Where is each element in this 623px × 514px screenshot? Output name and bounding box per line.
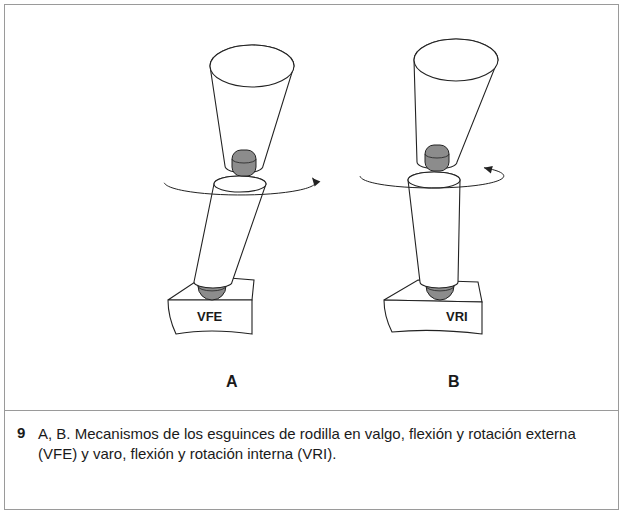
segment-end xyxy=(414,39,498,81)
figure-caption: A, B. Mecanismos de los esguinces de rod… xyxy=(38,424,603,464)
panel-letter: B xyxy=(447,373,461,391)
joint-line xyxy=(232,159,256,163)
panel-letter: A xyxy=(225,373,239,391)
segment-end xyxy=(408,172,460,188)
rotation-arrow xyxy=(164,178,316,195)
limb-segment xyxy=(194,176,266,288)
foot-front xyxy=(168,300,252,334)
knee-joint xyxy=(425,145,449,171)
figure-number: 9 xyxy=(16,424,26,441)
arrow-head xyxy=(312,178,320,187)
foot-front xyxy=(384,300,482,334)
separator xyxy=(5,410,619,411)
knee-joint xyxy=(232,150,256,176)
arrow-head xyxy=(484,166,493,174)
code-label: VRI xyxy=(445,309,469,324)
leg-a xyxy=(164,45,320,334)
segment-end xyxy=(210,45,294,87)
code-label: VFE xyxy=(196,309,223,324)
segment-end xyxy=(214,176,266,192)
limb-segment xyxy=(408,172,460,288)
frame xyxy=(5,5,619,510)
joint-line xyxy=(425,154,449,158)
leg-b xyxy=(360,39,504,334)
